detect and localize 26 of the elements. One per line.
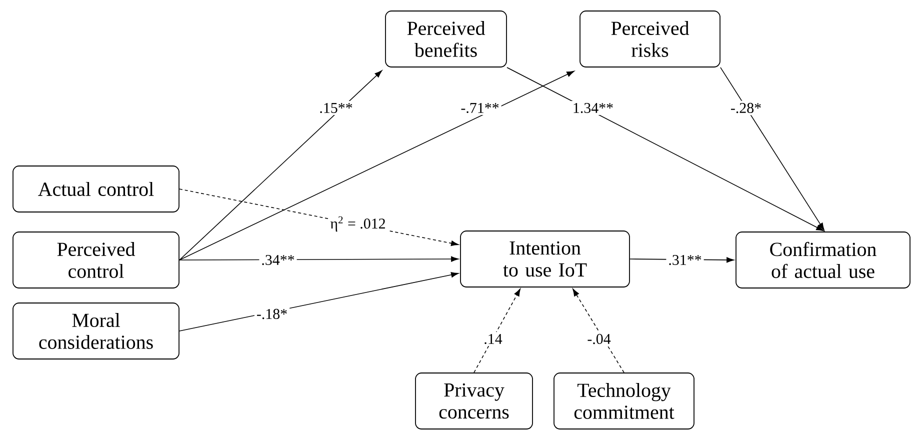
- construct-box: Actual control: [12, 166, 180, 212]
- edge-label: -.71**: [458, 100, 502, 116]
- edge-label: .15**: [317, 100, 355, 116]
- edge-label: η$^{2}$ = .012: [328, 214, 388, 234]
- arrow: [179, 70, 574, 260]
- construct-box: Confirmation of actual use: [736, 232, 910, 288]
- arrow: [506, 67, 824, 232]
- construct-box: Technology commitment: [554, 372, 694, 430]
- edge-label: -.28*: [728, 100, 764, 116]
- arrow: [474, 288, 521, 373]
- edge-label: -.18*: [254, 306, 290, 322]
- arrow: [720, 67, 824, 230]
- edge-label: 1.34**: [570, 100, 616, 116]
- arrow: [179, 70, 382, 260]
- edge-label: .34**: [259, 252, 297, 268]
- edge-label: .31**: [666, 252, 704, 268]
- arrow: [572, 288, 624, 373]
- construct-box: Moral considerations: [12, 302, 180, 360]
- edge-label: .14: [482, 332, 504, 346]
- arrow: [179, 256, 459, 262]
- edge-label: -.04: [585, 332, 613, 346]
- construct-box: Privacy concerns: [415, 372, 533, 430]
- construct-box: Perceived control: [12, 232, 180, 288]
- construct-box: Perceived benefits: [385, 10, 507, 68]
- construct-box: Intention to use IoT: [460, 230, 630, 288]
- construct-box: Perceived risks: [580, 10, 720, 68]
